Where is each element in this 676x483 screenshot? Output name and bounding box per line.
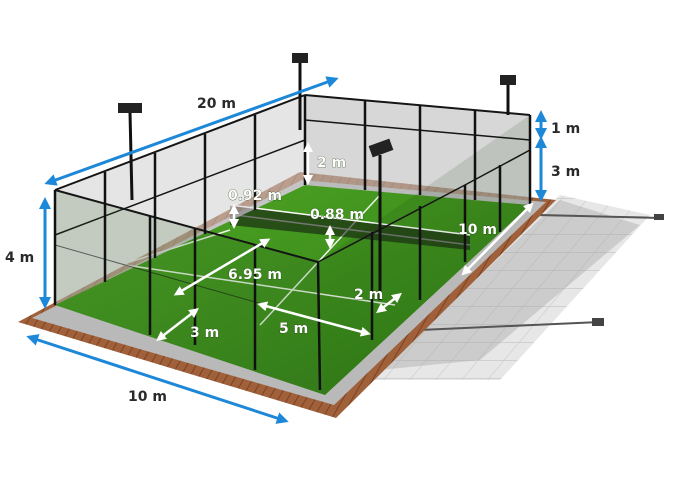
label-net-height-center: 0.88 m bbox=[310, 207, 364, 223]
ground-shadow bbox=[360, 195, 664, 380]
label-side-glass-height: 2 m bbox=[317, 155, 346, 171]
label-wall-height-back: 4 m bbox=[5, 250, 34, 266]
label-corner-glass-length: 3 m bbox=[190, 325, 219, 341]
label-length-total: 20 m bbox=[197, 96, 236, 112]
label-net-height-side: 0.92 m bbox=[228, 188, 282, 204]
label-glass-height: 3 m bbox=[551, 164, 580, 180]
floodlight bbox=[368, 138, 394, 300]
label-side-length: 10 m bbox=[458, 222, 497, 238]
label-service-half-width: 5 m bbox=[279, 321, 308, 337]
label-width-total: 10 m bbox=[128, 389, 167, 405]
court-dimension-arrows bbox=[156, 142, 534, 342]
net bbox=[230, 205, 470, 250]
label-side-glass-length: 2 m bbox=[354, 287, 383, 303]
label-fence-top: 1 m bbox=[551, 121, 580, 137]
floodlight bbox=[500, 75, 516, 115]
outer-dimension-arrows bbox=[26, 76, 547, 424]
label-service-length: 6.95 m bbox=[228, 267, 282, 283]
